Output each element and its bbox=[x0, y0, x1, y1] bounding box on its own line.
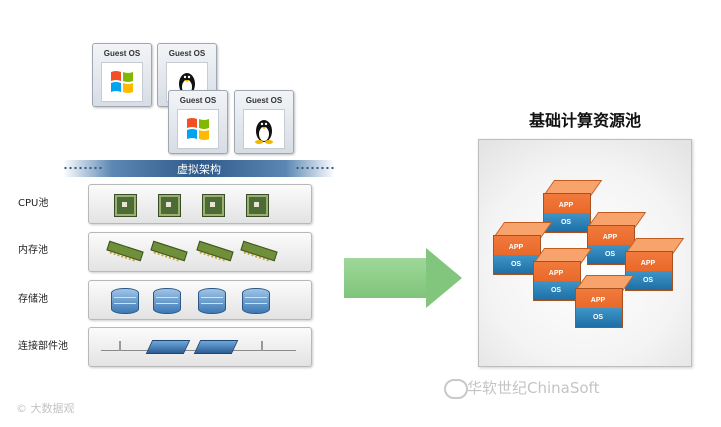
cube-app-label: APP bbox=[640, 260, 656, 267]
cpu-pool-box bbox=[88, 184, 312, 224]
cube-os-label: OS bbox=[604, 251, 616, 258]
guest-os-card-linux: Guest OS bbox=[234, 90, 294, 154]
memory-stick-icon bbox=[240, 240, 278, 262]
cube-os-label: OS bbox=[642, 277, 654, 284]
memory-stick-icon bbox=[106, 240, 144, 262]
cube-os-label: OS bbox=[560, 219, 572, 226]
right-arrow-shaft bbox=[344, 258, 428, 298]
cube-app-label: APP bbox=[602, 234, 618, 241]
memory-stick-icon bbox=[150, 240, 188, 262]
network-post bbox=[261, 341, 263, 351]
memory-stick-icon bbox=[196, 240, 234, 262]
compute-pool-frame: APP OS APP OS APP OS APP OS APP OS APP O… bbox=[478, 139, 692, 367]
app-os-cube: APP OS bbox=[533, 248, 593, 301]
app-os-cube: APP OS bbox=[575, 275, 635, 328]
cpu-chip-icon bbox=[115, 195, 136, 216]
watermark-chinasoft: 华软世纪ChinaSoft bbox=[467, 379, 600, 397]
disk-icon bbox=[153, 288, 181, 314]
disk-icon bbox=[242, 288, 270, 314]
disk-icon bbox=[198, 288, 226, 314]
cube-app-label: APP bbox=[548, 270, 564, 277]
connection-pool-box bbox=[88, 327, 312, 367]
cpu-chip-icon bbox=[203, 195, 224, 216]
dotted-line-left bbox=[63, 166, 103, 170]
cube-app-label: APP bbox=[558, 202, 574, 209]
guest-os-label: Guest OS bbox=[103, 49, 141, 58]
windows-logo-icon bbox=[177, 109, 219, 149]
connection-pool-label: 连接部件池 bbox=[18, 341, 68, 352]
linux-tux-icon bbox=[243, 109, 285, 149]
disk-icon bbox=[111, 288, 139, 314]
storage-pool-label: 存储池 bbox=[18, 294, 48, 305]
cube-os-label: OS bbox=[550, 287, 562, 294]
right-arrow-icon bbox=[426, 248, 462, 308]
dotted-line-right bbox=[295, 166, 335, 170]
memory-pool-box bbox=[88, 232, 312, 272]
network-post bbox=[119, 341, 121, 351]
guest-os-label: Guest OS bbox=[168, 49, 206, 58]
compute-pool-title: 基础计算资源池 bbox=[528, 111, 641, 130]
guest-os-card-windows: Guest OS bbox=[92, 43, 152, 107]
app-os-cube: APP OS bbox=[543, 180, 603, 233]
network-switch-icon bbox=[145, 340, 191, 354]
guest-os-label: Guest OS bbox=[245, 96, 283, 105]
cube-app-label: APP bbox=[590, 297, 606, 304]
app-os-cube: APP OS bbox=[625, 238, 685, 291]
memory-pool-label: 内存池 bbox=[18, 245, 48, 256]
guest-os-card-windows: Guest OS bbox=[168, 90, 228, 154]
cube-os-label: OS bbox=[592, 314, 604, 321]
cube-os-label: OS bbox=[510, 261, 522, 268]
cube-app-label: APP bbox=[508, 244, 524, 251]
guest-os-label: Guest OS bbox=[179, 96, 217, 105]
wechat-icon bbox=[444, 379, 468, 399]
cpu-chip-icon bbox=[247, 195, 268, 216]
virtualization-layer-bar: 虚拟架构 bbox=[63, 160, 335, 177]
network-switch-icon bbox=[193, 340, 239, 354]
watermark-left: © 大数据观 bbox=[16, 402, 75, 415]
virtualization-label: 虚拟架构 bbox=[177, 163, 221, 176]
cpu-pool-label: CPU池 bbox=[18, 198, 49, 209]
storage-pool-box bbox=[88, 280, 312, 320]
windows-logo-icon bbox=[101, 62, 143, 102]
cpu-chip-icon bbox=[159, 195, 180, 216]
